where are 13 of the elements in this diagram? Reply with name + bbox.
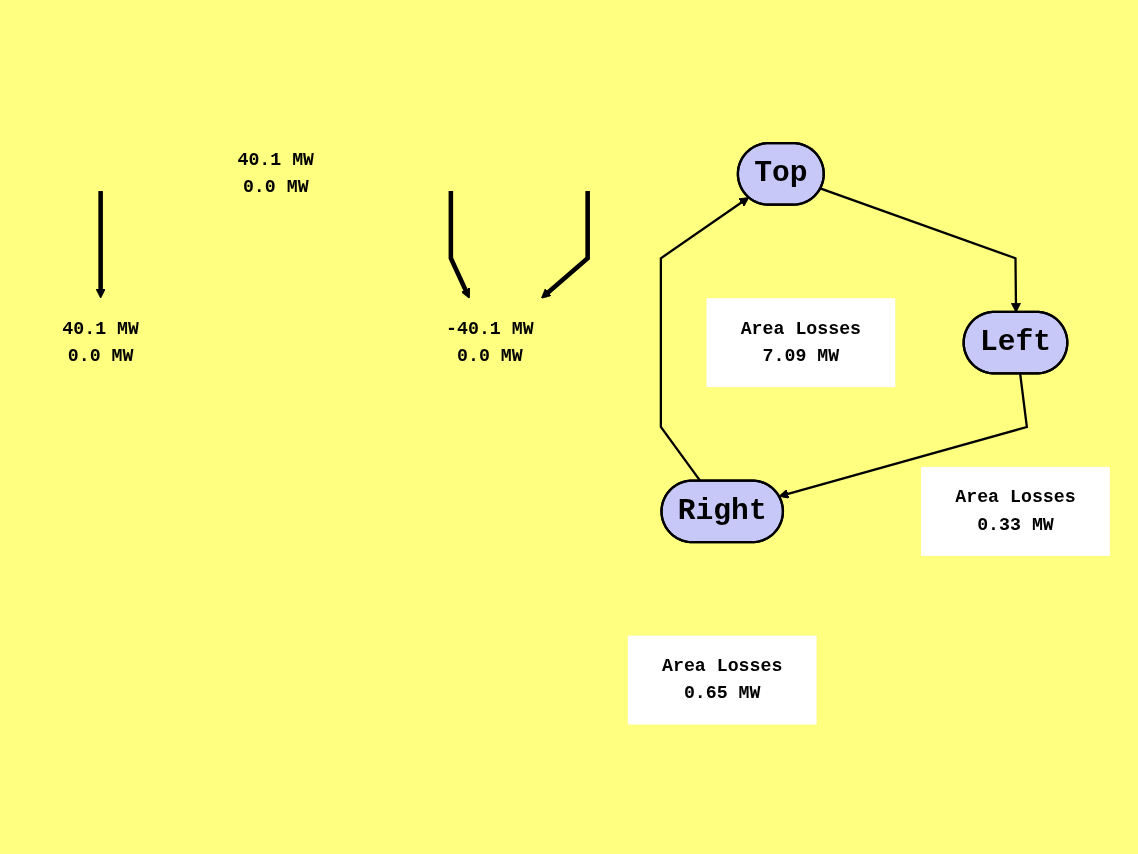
node-label: Area Losses <box>955 487 1076 508</box>
node-text: 40.1 MW 0.0 MW <box>62 318 139 367</box>
node-label: Area Losses <box>740 318 862 340</box>
arrow <box>778 373 1029 499</box>
node-label: 7.09 MW <box>762 346 840 367</box>
node-label: Area Losses <box>662 656 783 677</box>
node-text: -40.1 MW 0.0 MW <box>446 318 534 367</box>
node-label: 0.33 MW <box>977 514 1054 536</box>
arrow <box>448 191 471 299</box>
arrow <box>95 191 106 299</box>
arrow <box>540 191 590 299</box>
node-label: 0.65 MW <box>683 683 761 705</box>
node-text: 40.1 MW 0.0 MW <box>237 149 315 198</box>
